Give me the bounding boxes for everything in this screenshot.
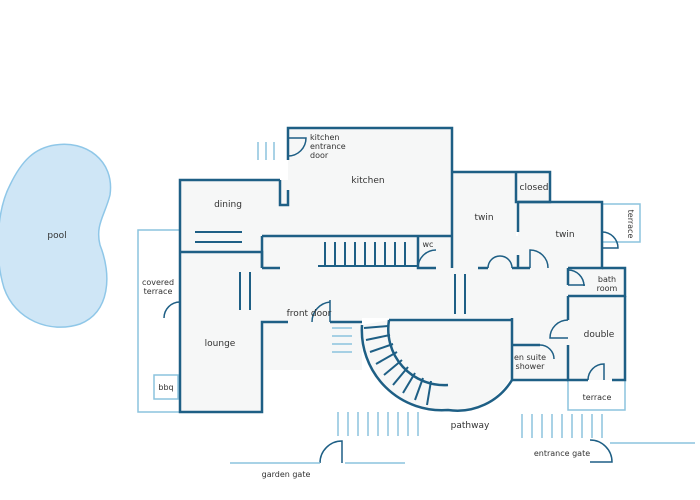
label-terrace-side: terrace: [626, 210, 635, 239]
label-entrance-gate: entrance gate: [534, 449, 590, 458]
label-lounge: lounge: [205, 339, 236, 349]
label-terrace-bottom: terrace: [583, 393, 612, 402]
label-en-suite-shower-1: en suite: [514, 353, 546, 362]
curved-stair-treads: [363, 325, 432, 406]
label-covered-terrace-2: terrace: [144, 287, 173, 296]
label-kitchen-entrance-door-3: door: [310, 151, 329, 160]
label-bath-room-1: bath: [598, 275, 616, 284]
label-covered-terrace-1: covered: [142, 278, 174, 287]
label-kitchen: kitchen: [351, 176, 384, 186]
label-front-door: front door: [287, 309, 332, 319]
floor-fills: [180, 128, 625, 412]
label-pathway: pathway: [451, 421, 490, 431]
label-pool: pool: [47, 231, 66, 241]
label-kitchen-entrance-door-2: entrance: [310, 142, 346, 151]
label-twin-2: twin: [555, 230, 574, 240]
label-en-suite-shower-2: shower: [516, 362, 546, 371]
label-bbq: bbq: [158, 383, 173, 392]
label-closed: closed: [520, 183, 549, 193]
label-dining: dining: [214, 200, 242, 210]
outside-paving: [230, 142, 695, 464]
pool-shape: [0, 143, 112, 328]
label-twin-1: twin: [474, 213, 493, 223]
label-bath-room-2: room: [597, 284, 618, 293]
label-garden-gate: garden gate: [262, 470, 311, 479]
label-wc: wc: [423, 240, 434, 249]
door-swings: [163, 137, 619, 464]
room-labels: pool kitchen entrance door kitchen dinin…: [47, 133, 635, 479]
label-double: double: [584, 330, 615, 340]
label-kitchen-entrance-door-1: kitchen: [310, 133, 339, 142]
stairs: [195, 231, 466, 314]
